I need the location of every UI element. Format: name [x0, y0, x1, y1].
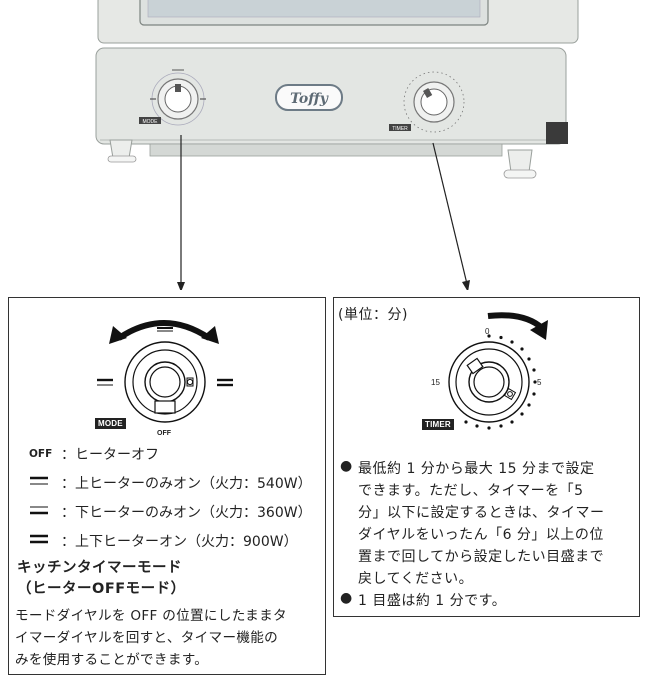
mode-row-off: OFF ：ヒーターオフ [29, 447, 159, 463]
mode-row-bottom: ：下ヒーターのみオン（火力：360W） [29, 502, 312, 522]
note-line: 1 目盛は約 1 分です。 [358, 593, 507, 609]
mode-dial-diagram [97, 320, 233, 423]
timer-knob [403, 71, 465, 133]
mode-row-top: ：上ヒーターのみオン（火力：540W） [29, 473, 312, 493]
svg-text:Toffy: Toffy [290, 91, 329, 107]
body-line: イマーダイヤルを回すと、タイマー機能の [15, 630, 279, 646]
mode-panel: MODE OFF OFF ：ヒーターオフ ：上ヒーターのみオン（火力：540W）… [8, 297, 326, 675]
mode-knob [150, 69, 206, 126]
timer-label-small: TIMER [392, 126, 408, 132]
bullet-icon: ● [340, 590, 353, 606]
note-line: 分」以下に設定するときは、タイマー [358, 505, 605, 521]
note-line: 置まで回してから設定したい目盛まで [358, 549, 605, 565]
timer-dial-diagram [448, 312, 548, 430]
body-line: モードダイヤルを OFF の位置にしたままタ [15, 608, 287, 624]
both-heater-icon [30, 534, 48, 544]
toaster-illustration: MODE Toffy TIMER [95, 0, 579, 290]
unit-label: (単位：分) [338, 307, 408, 323]
mode-row-both: ：上下ヒーターオン（火力：900W） [29, 531, 298, 551]
mode-label-small: MODE [143, 119, 159, 125]
bottom-heater-icon [30, 506, 48, 515]
tick-5: 5 [537, 378, 542, 387]
off-dial-label: OFF [157, 430, 171, 437]
tick-0: 0 [485, 327, 490, 336]
timer-badge: TIMER [422, 419, 454, 430]
note-line: 最低約 1 分から最大 15 分まで設定 [358, 461, 595, 477]
bullet-icon: ● [340, 458, 353, 474]
timer-pointer-arrow [432, 142, 468, 285]
note-line: できます。ただし、タイマーを「5 [358, 483, 584, 499]
body-line: みを使用することができます。 [15, 652, 209, 668]
note-line: 戻してください。 [358, 571, 474, 587]
note-line: ダイヤルをいったん「6 分」以上の位 [358, 527, 604, 543]
tick-15: 15 [431, 378, 440, 387]
mode-badge: MODE [95, 418, 126, 429]
off-symbol: OFF [29, 448, 53, 460]
timer-ticks [464, 334, 537, 430]
top-heater-icon [30, 476, 48, 485]
timer-panel: (単位：分) 0 5 15 [333, 297, 640, 617]
kitchen-timer-subheading: （ヒーターOFFモード） [17, 581, 186, 597]
toffy-logo: Toffy [275, 84, 343, 111]
kitchen-timer-heading: キッチンタイマーモード [17, 560, 182, 576]
